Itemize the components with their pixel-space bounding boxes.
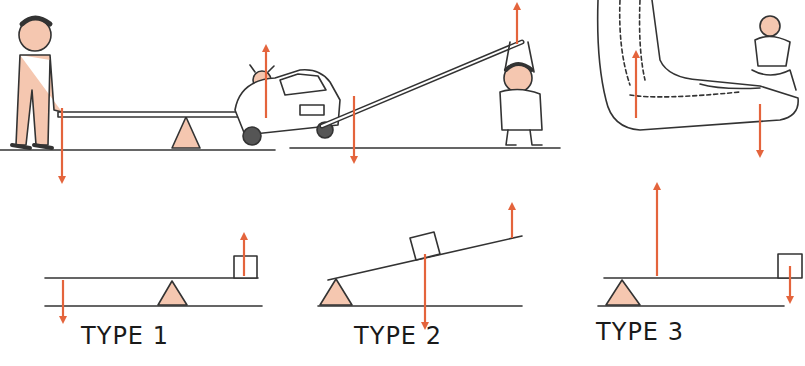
type-label: TYPE 2 <box>354 322 442 350</box>
type-label: TYPE 3 <box>596 318 684 346</box>
type-label: TYPE 1 <box>81 322 169 350</box>
